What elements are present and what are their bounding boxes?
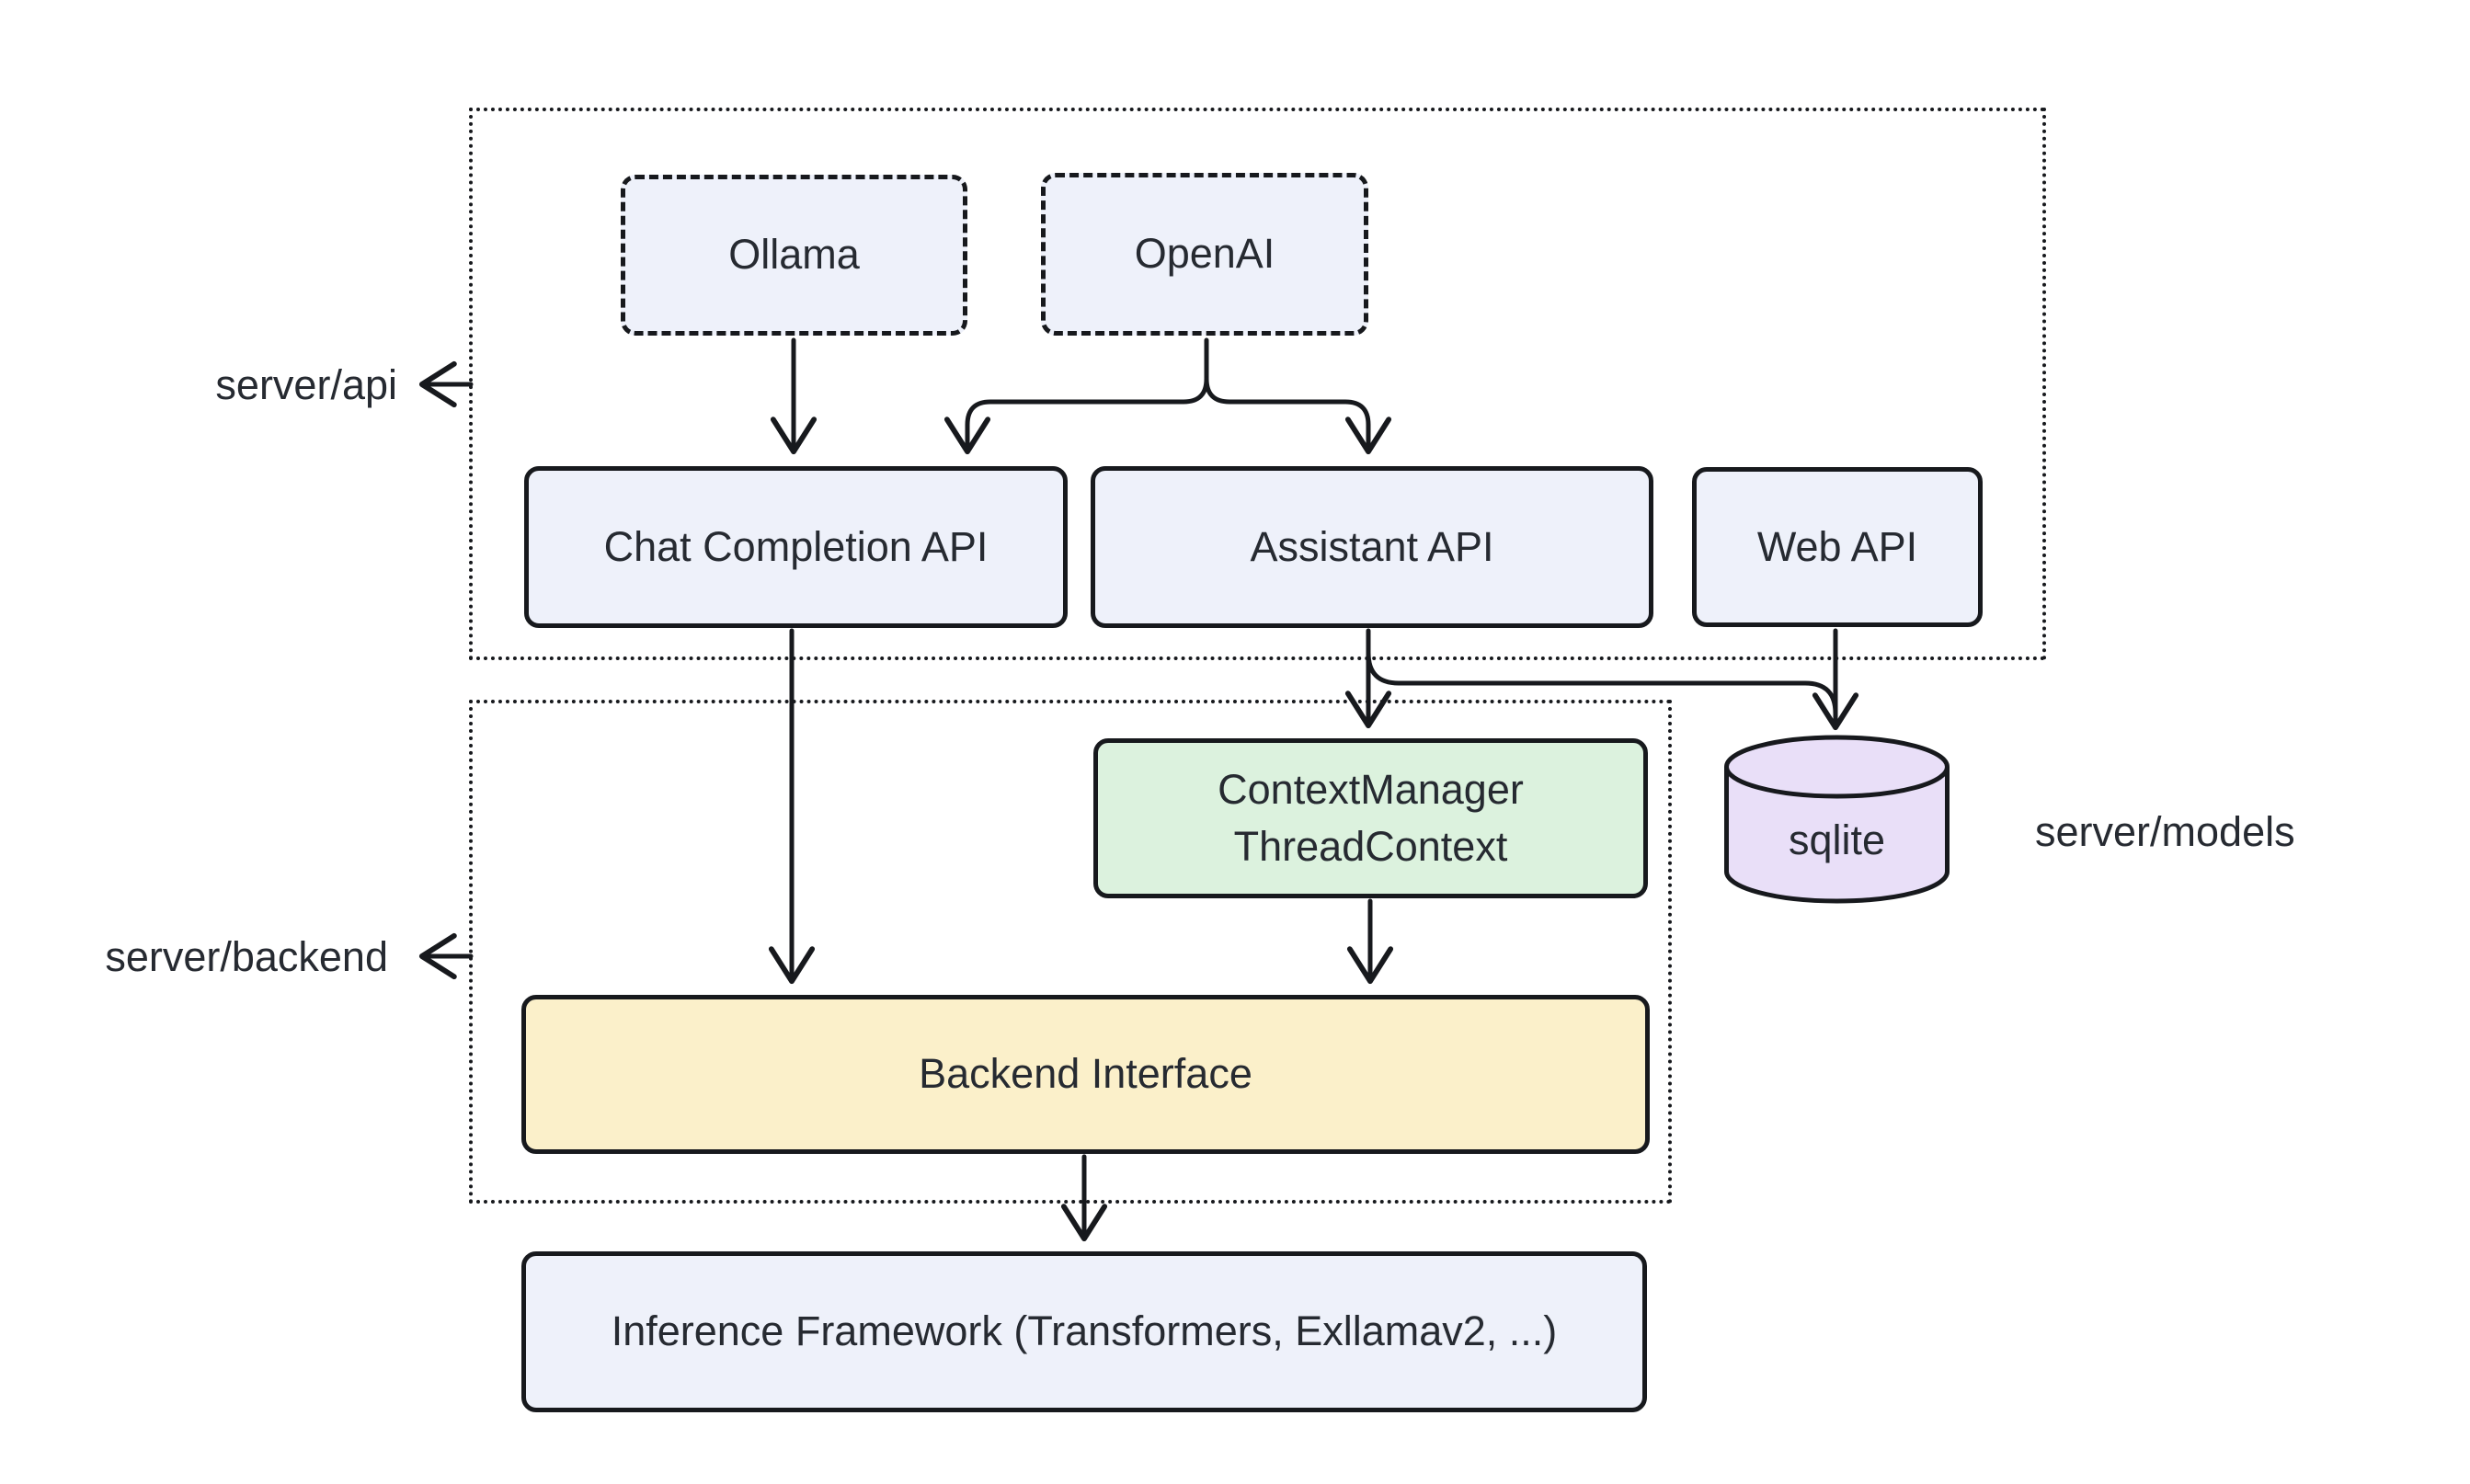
node-chat-completion-api: Chat Completion API [524,466,1068,628]
node-backend-interface: Backend Interface [521,995,1650,1154]
label-server-models: server/models [2035,808,2295,855]
node-assistant-api: Assistant API [1091,466,1653,628]
node-context-manager-label: ContextManager ThreadContext [1218,765,1524,870]
node-sqlite-label: sqlite [1788,816,1886,863]
node-web-api-label: Web API [1756,522,1918,570]
node-context-manager: ContextManager ThreadContext [1093,738,1648,898]
node-backend-interface-label: Backend Interface [919,1050,1252,1098]
node-ollama: Ollama [621,175,967,336]
node-assistant-api-label: Assistant API [1250,522,1494,570]
node-ollama-label: Ollama [728,231,860,279]
node-openai: OpenAI [1041,173,1368,336]
container-server-backend [469,700,1672,1204]
node-openai-label: OpenAI [1134,230,1275,278]
edge-assistant-api-to-sqlite [1366,650,1838,724]
edge-openai-to-assistant-api [1204,376,1392,455]
node-inference-framework: Inference Framework (Transformers, Exlla… [521,1251,1647,1412]
label-server-backend: server/backend [105,933,388,980]
edge-openai-to-chat-completion-api [943,376,1209,455]
node-inference-framework-label: Inference Framework (Transformers, Exlla… [611,1307,1558,1355]
label-server-api: server/api [215,361,397,408]
sqlite-cylinder [1724,735,1950,904]
node-chat-completion-api-label: Chat Completion API [603,522,989,570]
node-web-api: Web API [1692,467,1983,627]
